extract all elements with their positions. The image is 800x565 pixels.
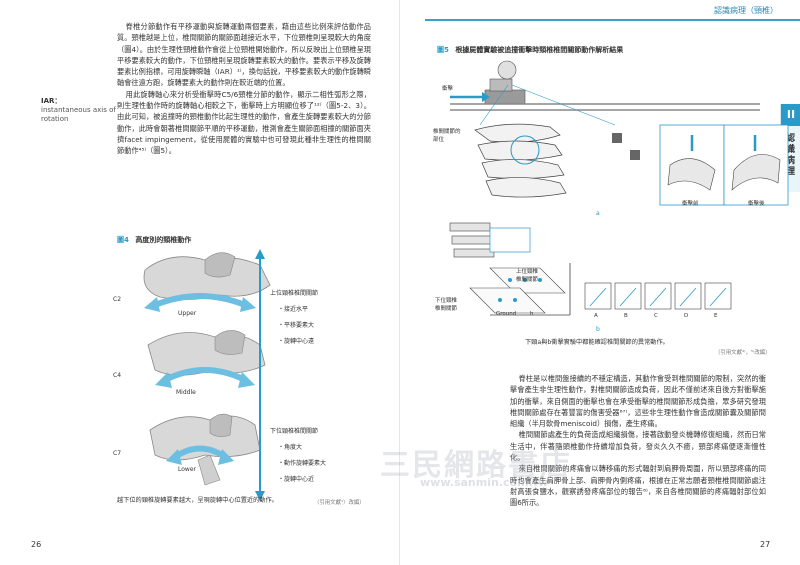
figure-5-tag: 圖5 <box>437 46 449 54</box>
label-c7: C7 <box>113 450 122 457</box>
label-a: a <box>596 210 600 217</box>
right-paragraph-3: 來自椎間關節的疼痛會以轉移痛的形式輻射到肩胛骨周圍，所以頸部疼痛的同時也會產生肩… <box>510 464 766 508</box>
page-number-left: 26 <box>31 540 42 549</box>
figure-4-title-text: 高度別的頸椎動作 <box>135 236 192 244</box>
chapter-number: II <box>781 104 800 126</box>
upper-group-title: 上位頸椎椎間關節 <box>270 290 319 297</box>
figure-4-caption: 越下位的頸椎旋轉要素越大，呈現旋轉中心位置近的動作。 <box>117 497 278 504</box>
label-upper-facet: 上位頸椎 椎間關節 <box>516 269 539 283</box>
label-middle: Middle <box>176 389 196 396</box>
label-after-impact: 衝擊後 <box>748 201 765 207</box>
cervical-column <box>474 123 567 198</box>
label-ground: Ground <box>496 311 517 317</box>
figure-5-caption: 下頸a與b衝撃實驗中都能確認椎間關節的異常動作。 <box>525 339 669 346</box>
figure-4-illustration <box>143 249 271 501</box>
panel-label-a: A <box>594 313 598 319</box>
lower-item-3: ・旋轉中心近 <box>278 476 315 483</box>
figure-4-tag: 圖4 <box>117 236 129 244</box>
figure-5-title-text: 根據屍體實驗被追撞衝擊時頸椎椎間關節動作解析結果 <box>455 46 624 54</box>
watermark-text: 三民網路書店 <box>380 448 572 483</box>
figure-5a-illustration <box>450 60 789 206</box>
c7-vertebra <box>149 413 261 486</box>
left-page: 脊椎分節動作有平移運動與旋轉運動兩個要素，藉由這些比例來評估動作品質。頸椎越是上… <box>31 0 400 565</box>
figure-5-source: （引用文獻⁴⁾，⁵⁾改編） <box>715 350 771 356</box>
label-facet-joint: 椎間關節的 部位 <box>433 129 461 143</box>
test-sled <box>450 60 760 111</box>
lower-item-2: ・動作旋轉要素大 <box>278 460 327 467</box>
panel-label-b: B <box>624 313 628 319</box>
panel-label-c: C <box>654 313 658 319</box>
right-paragraph-1: 脊柱是以椎間盤接續的不穩定構造，其動作會受到椎間關節的限制，突然的衝擊會產生非生… <box>510 374 766 429</box>
upper-item-1: ・接近水平 <box>278 306 309 313</box>
right-paragraph-2: 椎間關節處產生的負荷造成組織損傷，接著啟動發炎機轉修復組織，然而日常生活中，伴著… <box>510 430 766 463</box>
upper-item-3: ・旋轉中心遠 <box>278 338 315 345</box>
height-axis-top-head <box>255 249 265 259</box>
chapter-tab-label: 認識病理 <box>786 134 796 177</box>
lower-item-1: ・角度大 <box>278 444 303 451</box>
upper-arrow-head-left <box>144 297 160 312</box>
label-lower-facet: 下位頸椎 椎間關節 <box>435 298 458 312</box>
lower-group-title: 下位頸椎椎間關節 <box>270 428 319 435</box>
middle-arrow <box>163 367 247 383</box>
panel-label-d: D <box>684 313 689 319</box>
iar-gloss: IAR： instantaneous axis of rotation <box>41 97 117 124</box>
figure-5b-illustration <box>449 222 732 316</box>
gloss-definition: instantaneous axis of rotation <box>41 106 116 123</box>
c4-vertebra <box>147 330 266 376</box>
label-upper: Upper <box>178 310 197 317</box>
lower-facet-group: 下位頸椎椎間關節 ・角度大 ・動作旋轉要素大 ・旋轉中心近 <box>270 420 360 492</box>
impact-arrow-head <box>482 92 490 102</box>
label-impact: 衝擊 <box>442 86 454 92</box>
label-ground-h: h <box>530 311 534 317</box>
left-body-text: 脊椎分節動作有平移運動與旋轉運動兩個要素，藉由這些比例來評估動作品質。頸椎越是上… <box>117 21 371 157</box>
right-page: 認識病理（頸椎） II 認識病理 圖5 根據屍體實驗被追撞衝擊時頸椎椎間關節動作… <box>400 0 800 565</box>
panel-label-e: E <box>714 313 718 319</box>
watermark-url: www.sanmin.com.tw <box>420 476 549 489</box>
c2-vertebra <box>143 252 271 300</box>
upper-facet-group: 上位頸椎椎間關節 ・接近水平 ・平移要素大 ・旋轉中心遠 <box>270 282 360 354</box>
right-body-text: 脊柱是以椎間盤接續的不穩定構造，其動作會受到椎間關節的限制，突然的衝擊會產生非生… <box>510 373 766 509</box>
height-axis-bottom-head <box>255 491 265 501</box>
left-paragraph-1: 脊椎分節動作有平移運動與旋轉運動兩個要素，藉由這些比例來評估動作品質。頸椎越是上… <box>117 22 371 88</box>
marker-cube-1 <box>612 133 622 143</box>
upper-arrow <box>153 293 247 308</box>
middle-arrow-head-left <box>155 372 172 388</box>
label-c2: C2 <box>113 296 122 303</box>
upper-item-2: ・平移要素大 <box>278 322 315 329</box>
marker-cube-2 <box>630 150 640 160</box>
facet-grid <box>469 263 571 316</box>
label-b: b <box>596 326 600 333</box>
result-panels <box>584 282 732 310</box>
zoom-line-right <box>511 84 616 126</box>
middle-arrow-head-right <box>238 372 255 388</box>
figure-5-title: 圖5 根據屍體實驗被追撞衝擊時頸椎椎間關節動作解析結果 <box>437 45 623 55</box>
header-rule <box>425 19 800 21</box>
label-c4: C4 <box>113 372 122 379</box>
lower-arrow-head-left <box>166 449 182 465</box>
segment-stack <box>449 222 531 258</box>
upper-arrow-head-right <box>240 297 256 312</box>
figure-4-title: 圖4 高度別的頸椎動作 <box>117 235 191 245</box>
gloss-term: IAR： <box>41 97 62 105</box>
label-before-impact: 衝擊前 <box>682 201 699 207</box>
label-lower: Lower <box>178 466 196 473</box>
lower-arrow-head-right <box>218 449 234 465</box>
zoom-line-left <box>479 84 509 126</box>
figure-4-source: （引用文獻¹）改編） <box>314 500 365 506</box>
page-number-right: 27 <box>760 540 771 549</box>
left-paragraph-2: 用此旋轉軸心來分析受衝擊時C5/6頸椎分節的動作，顯示二相性弧形之際，則生理性動… <box>117 89 371 156</box>
running-header: 認識病理（頸椎） <box>714 6 778 15</box>
